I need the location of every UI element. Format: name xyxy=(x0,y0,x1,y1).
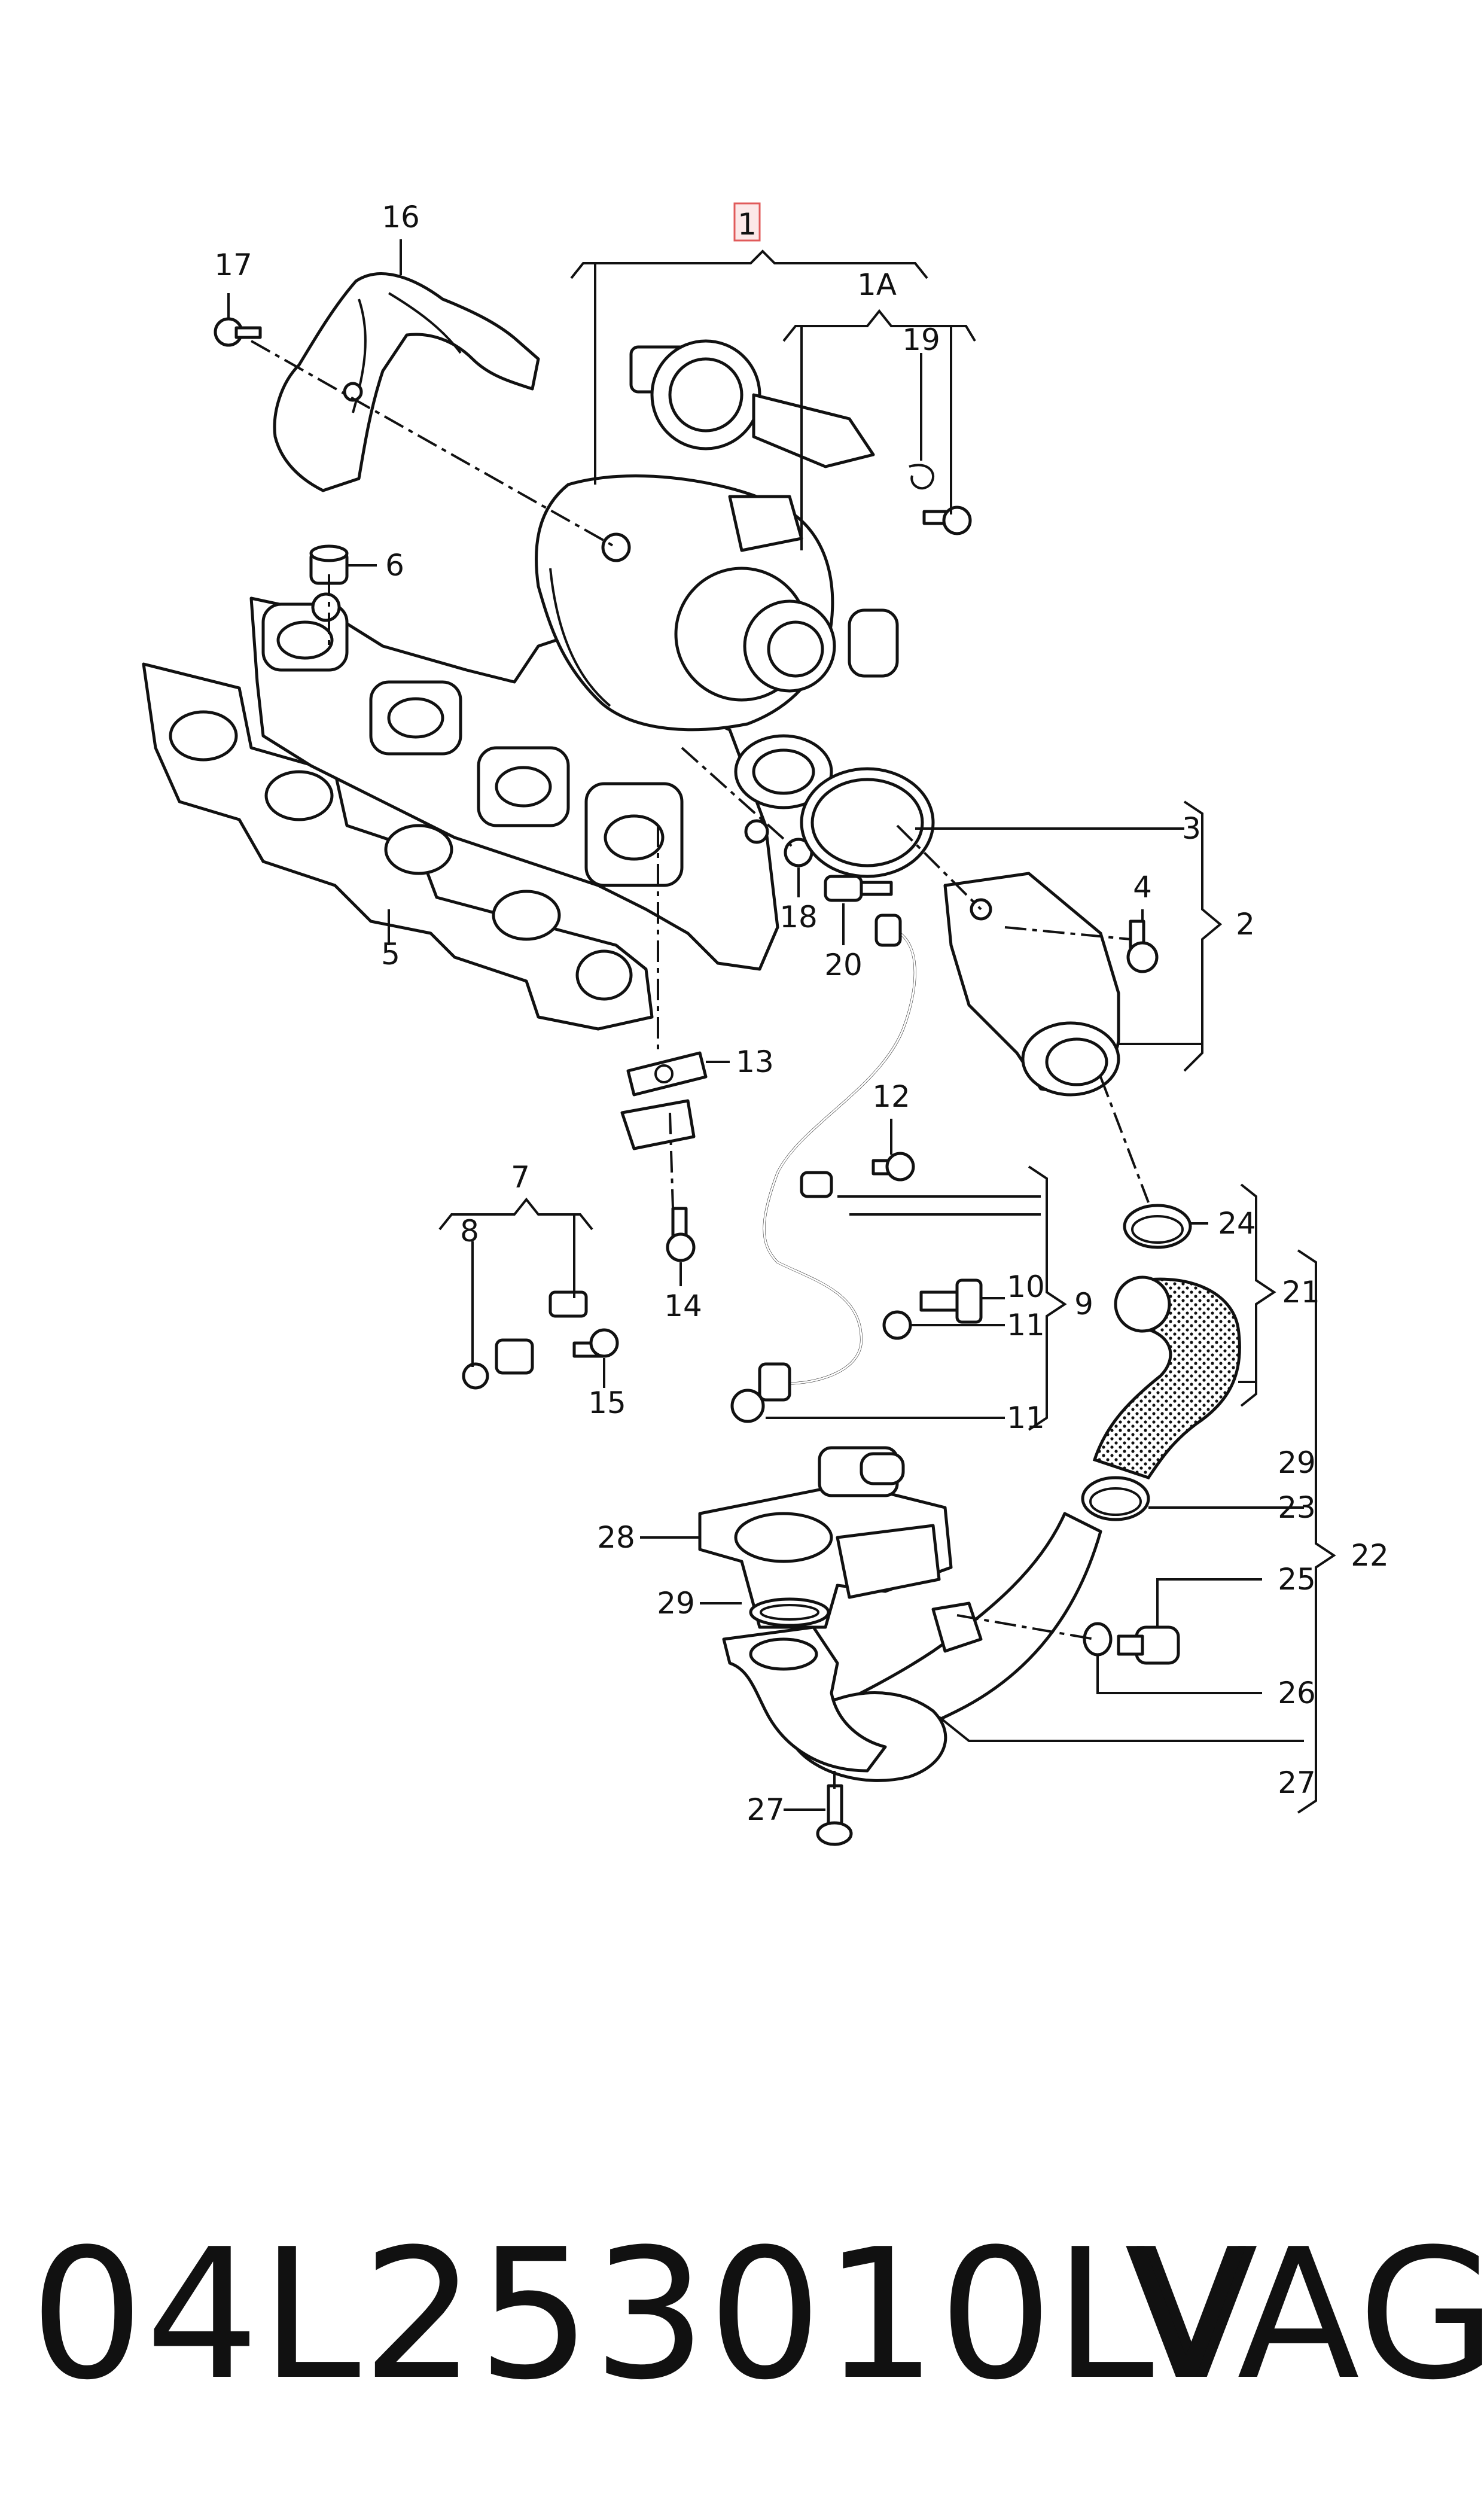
callout-10: 10 xyxy=(1007,1269,1045,1304)
bolt-part xyxy=(871,1152,915,1182)
banjo-bolt-part xyxy=(919,1278,983,1324)
wastegate-actuator-part xyxy=(629,339,875,468)
clip-part xyxy=(909,464,934,490)
elbow-pipe-part xyxy=(722,1625,887,1773)
callout-5: 5 xyxy=(381,937,400,972)
heat-shield-part xyxy=(273,272,540,492)
bolt-part xyxy=(572,1328,619,1358)
callout-28: 28 xyxy=(597,1520,635,1555)
egr-valve-part xyxy=(698,1446,953,1629)
callout-11-upper: 11 xyxy=(1007,1308,1045,1342)
highlight-box xyxy=(733,202,761,242)
gasket-part xyxy=(626,1051,708,1097)
dash-lines xyxy=(251,340,1150,1789)
callout-2: 2 xyxy=(1236,907,1255,942)
hose-clamp-part xyxy=(1081,1476,1150,1521)
callout-23: 23 xyxy=(1278,1490,1316,1525)
temperature-sensor-part xyxy=(1117,1625,1180,1665)
callout-6: 6 xyxy=(385,548,404,583)
bracket-lines xyxy=(227,239,1336,1814)
oil-return-line-part xyxy=(462,1099,696,1390)
brand-caption: VAG xyxy=(1125,2211,1484,2419)
callout-25: 25 xyxy=(1278,1562,1316,1597)
o-ring-part xyxy=(800,767,935,878)
callout-26: 26 xyxy=(1278,1676,1316,1710)
callout-8: 8 xyxy=(460,1214,479,1249)
callout-21: 21 xyxy=(1282,1275,1320,1310)
callout-27-bottom: 27 xyxy=(746,1792,785,1827)
callout-12: 12 xyxy=(872,1079,910,1114)
part-number-caption: 04L253010LV xyxy=(30,2211,1260,2419)
callout-4: 4 xyxy=(1133,870,1152,905)
callout-labels: 1 1A 16 17 19 6 3 4 2 18 20 5 13 12 7 8 … xyxy=(214,200,1389,1827)
callout-20: 20 xyxy=(824,948,863,982)
callout-3: 3 xyxy=(1182,811,1201,846)
union-fitting-part xyxy=(824,875,893,902)
callout-22: 22 xyxy=(1351,1538,1389,1573)
bolt-part xyxy=(816,1784,853,1846)
washer-part xyxy=(882,1310,912,1340)
callout-29-right: 29 xyxy=(1278,1445,1316,1480)
nut-part xyxy=(309,544,349,585)
callout-19: 19 xyxy=(902,322,940,357)
turbocharger-part xyxy=(535,474,899,809)
seal-ring-part xyxy=(749,1597,830,1627)
bolt-part xyxy=(214,317,262,347)
callout-1: 1 xyxy=(738,207,757,242)
callout-16: 16 xyxy=(382,200,420,235)
hose-clamp-part xyxy=(1123,1204,1192,1249)
bolt-part xyxy=(1126,919,1159,973)
callout-7: 7 xyxy=(511,1160,530,1195)
callout-29-left: 29 xyxy=(657,1586,695,1621)
callout-9: 9 xyxy=(1074,1287,1093,1322)
connection-piece-part xyxy=(943,872,1120,1097)
callout-27-right: 27 xyxy=(1278,1765,1316,1800)
oil-supply-line-part xyxy=(758,914,916,1402)
callout-1a: 1A xyxy=(857,267,897,302)
callout-11-lower: 11 xyxy=(1007,1400,1045,1435)
callout-13: 13 xyxy=(736,1045,774,1079)
callout-18: 18 xyxy=(779,900,818,934)
hose-part xyxy=(1092,1275,1241,1479)
callout-14: 14 xyxy=(664,1289,702,1323)
bolt-part xyxy=(922,506,972,535)
bolt-part xyxy=(666,1207,696,1262)
exhaust-manifold-gasket-part xyxy=(142,662,654,1031)
callout-24: 24 xyxy=(1218,1206,1256,1241)
washer-part xyxy=(730,1389,765,1423)
callout-17: 17 xyxy=(214,248,252,282)
callout-15: 15 xyxy=(588,1386,626,1420)
